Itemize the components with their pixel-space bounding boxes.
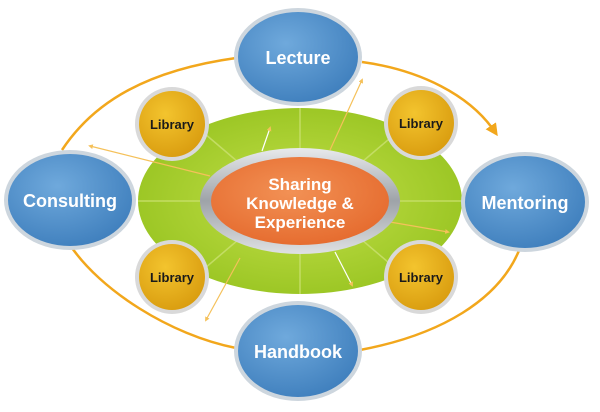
center-text-line2: Knowledge & bbox=[246, 194, 354, 213]
node-consulting: Consulting bbox=[4, 150, 136, 250]
orbit-arrow-bottom-left bbox=[68, 244, 237, 350]
orbit-arrow-top-right bbox=[361, 60, 498, 137]
orbit-arrow-top-left bbox=[60, 56, 237, 151]
node-mentoring-label: Mentoring bbox=[482, 193, 569, 213]
center-text-line1: Sharing bbox=[268, 175, 331, 194]
library-label: Library bbox=[150, 117, 195, 132]
node-consulting-label: Consulting bbox=[23, 191, 117, 211]
library-label: Library bbox=[150, 270, 195, 285]
library-label: Library bbox=[399, 116, 444, 131]
node-handbook-label: Handbook bbox=[254, 342, 343, 362]
orbit-arrow-bottom-right bbox=[359, 247, 522, 352]
library-top-right: Library bbox=[384, 86, 458, 160]
node-lecture-label: Lecture bbox=[265, 48, 330, 68]
library-top-left: Library bbox=[135, 87, 209, 161]
library-bottom-right: Library bbox=[384, 240, 458, 314]
library-bottom-left: Library bbox=[135, 240, 209, 314]
center-ellipse bbox=[211, 157, 389, 245]
node-handbook: Handbook bbox=[234, 301, 362, 401]
node-mentoring: Mentoring bbox=[461, 152, 589, 252]
inner-arrows bbox=[88, 78, 450, 322]
library-label: Library bbox=[399, 270, 444, 285]
node-lecture: Lecture bbox=[234, 8, 362, 106]
center-text-line3: Experience bbox=[255, 213, 346, 232]
